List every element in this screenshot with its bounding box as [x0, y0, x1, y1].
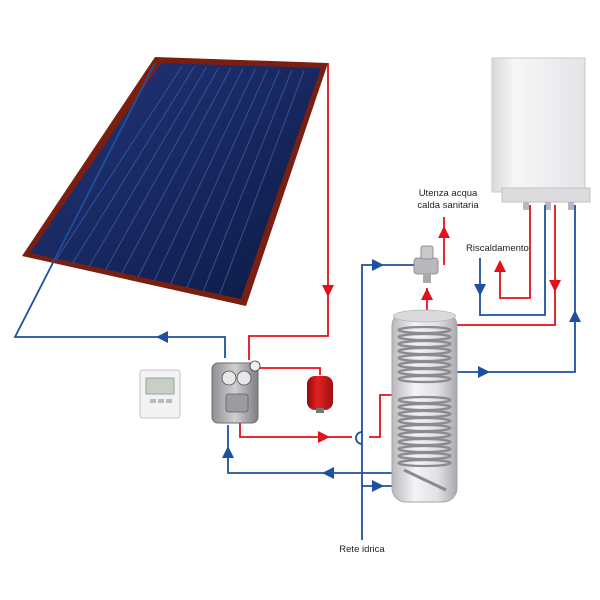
hot-water-label-line2: calda sanitaria: [417, 200, 479, 211]
arrow-right-blue: [372, 480, 384, 492]
absorber-tube: [202, 70, 293, 292]
arrow-down-red: [322, 285, 334, 297]
hot-water-label-line1: Utenza acqua: [419, 188, 478, 199]
solar-controller: [139, 369, 181, 419]
arrow-up-red: [494, 260, 506, 272]
lower-heat-coil: [397, 395, 452, 468]
absorber-tube: [186, 69, 281, 288]
coil-turn: [397, 374, 452, 384]
cold-pipes: [13, 62, 576, 540]
hot-pipes: [239, 63, 556, 438]
arrow-down-blue: [474, 284, 486, 296]
absorber-tube: [72, 66, 195, 264]
pipe-crossings: [355, 431, 363, 445]
absorber-tube: [55, 65, 183, 260]
absorber-tube: [219, 70, 305, 295]
mains-water-label: Rete idrica: [339, 544, 385, 555]
pump-icon: [211, 362, 259, 424]
absorber-tube: [170, 69, 268, 285]
solar-collector: [22, 57, 328, 306]
storage-tank: [391, 309, 458, 503]
thermostatic-mixer: [413, 245, 439, 283]
upper-heat-coil: [397, 325, 452, 384]
absorber-tube: [121, 67, 232, 274]
arrow-up-red: [438, 226, 450, 238]
absorber-tube: [88, 66, 207, 267]
absorber-tube: [104, 67, 220, 271]
gas-boiler-icon: [491, 57, 586, 193]
arrow-up-red: [421, 288, 433, 300]
flow-arrows: [156, 226, 581, 492]
arrow-down-red: [549, 280, 561, 292]
arrow-up-blue: [569, 310, 581, 322]
coil-turn: [397, 458, 452, 468]
vessel-icon: [307, 376, 333, 410]
heating-label: Riscaldamento: [466, 243, 529, 254]
wall-boiler: [491, 57, 591, 210]
arrow-left-blue: [156, 331, 168, 343]
arrow-up-blue: [222, 446, 234, 458]
arrow-right-blue: [372, 259, 384, 271]
boiler-bottom-panel: [501, 187, 591, 203]
pump-station: [211, 360, 261, 424]
solar-panel-glass: [30, 63, 321, 299]
absorber-tubes: [55, 65, 305, 295]
mixing-valve-icon: [413, 257, 439, 275]
expansion-vessel: [307, 376, 333, 413]
absorber-tube: [137, 68, 244, 278]
arrow-right-red: [318, 431, 330, 443]
absorber-tube: [153, 68, 256, 281]
arrow-right-blue: [478, 366, 490, 378]
arrow-left-blue: [322, 467, 334, 479]
